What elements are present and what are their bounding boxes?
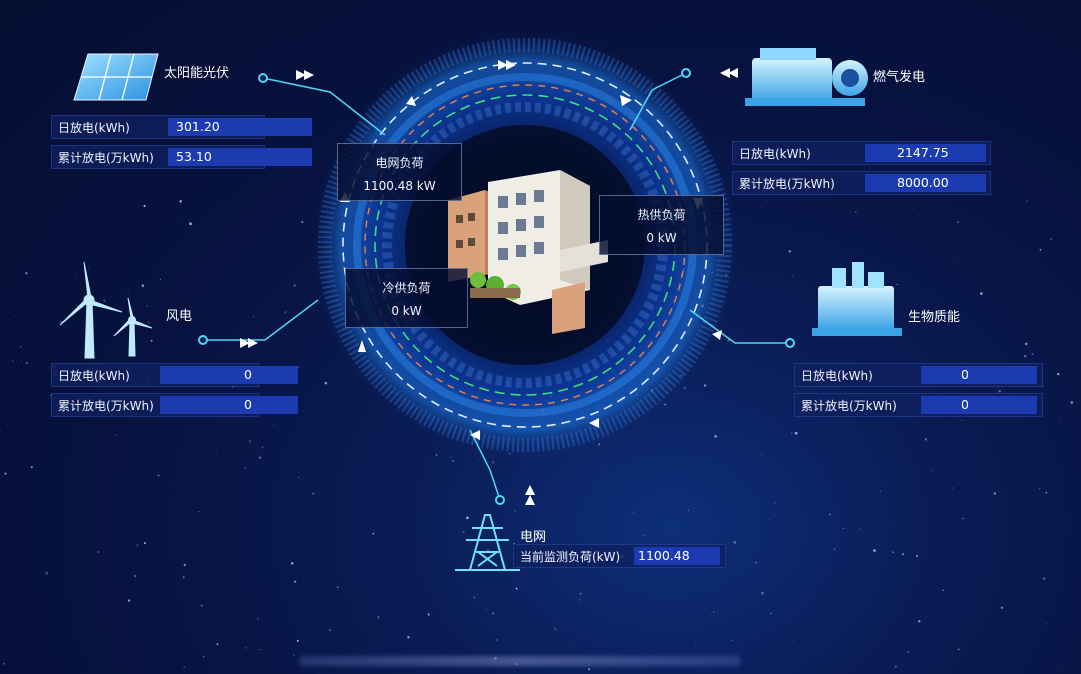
callout-title: 电网负荷 bbox=[375, 156, 424, 170]
stat-value: 0 bbox=[160, 366, 298, 384]
gas-generator-icon bbox=[745, 48, 868, 106]
blurred-footer bbox=[300, 656, 740, 666]
stat-label: 累计放电(万kWh) bbox=[58, 398, 154, 413]
biomass-total-row: 累计放电(万kWh) 0 bbox=[794, 393, 1043, 417]
stat-label: 累计放电(万kWh) bbox=[801, 398, 897, 413]
stat-label: 日放电(kWh) bbox=[58, 368, 130, 383]
stat-value: 301.20 bbox=[168, 118, 312, 136]
wind-daily-row: 日放电(kWh) 0 bbox=[51, 363, 298, 387]
stat-value: 0 bbox=[921, 396, 1037, 414]
connector-nodes bbox=[198, 68, 795, 505]
biomass-daily-row: 日放电(kWh) 0 bbox=[794, 363, 1043, 387]
gas-total-row: 累计放电(万kWh) 8000.00 bbox=[732, 171, 991, 195]
solar-total-row: 累计放电(万kWh) 53.10 bbox=[51, 145, 312, 169]
stat-value: 0 bbox=[921, 366, 1037, 384]
wind-turbine-icon bbox=[59, 261, 153, 359]
biomass-title: 生物质能 bbox=[908, 310, 961, 325]
stat-value: 53.10 bbox=[168, 148, 312, 166]
stat-value: 2147.75 bbox=[865, 144, 986, 162]
stat-label: 当前监测负荷(kW) bbox=[520, 549, 621, 564]
stat-value: 8000.00 bbox=[865, 174, 986, 192]
cold-load-callout: 冷供负荷 0 kW bbox=[345, 268, 468, 328]
connector-lines bbox=[203, 72, 790, 501]
callout-value: 0 kW bbox=[391, 304, 422, 318]
stat-label: 累计放电(万kWh) bbox=[58, 150, 154, 165]
grid-load-callout: 电网负荷 1100.48 kW bbox=[337, 143, 462, 201]
wind-total-row: 累计放电(万kWh) 0 bbox=[51, 393, 298, 417]
stat-label: 日放电(kWh) bbox=[58, 120, 130, 135]
callout-value: 0 kW bbox=[646, 231, 677, 245]
building-illustration bbox=[448, 170, 608, 334]
stat-value: 1100.48 bbox=[634, 547, 720, 565]
callout-title: 冷供负荷 bbox=[382, 281, 431, 295]
stat-label: 日放电(kWh) bbox=[801, 368, 873, 383]
solar-title: 太阳能光伏 bbox=[164, 66, 230, 81]
callout-title: 热供负荷 bbox=[637, 208, 686, 222]
grid-load-row: 当前监测负荷(kW) 1100.48 bbox=[513, 544, 726, 568]
biomass-generator-icon bbox=[812, 262, 902, 336]
wind-title: 风电 bbox=[166, 309, 193, 324]
grid-title: 电网 bbox=[520, 530, 547, 545]
gas-daily-row: 日放电(kWh) 2147.75 bbox=[732, 141, 991, 165]
power-tower-icon bbox=[455, 514, 520, 571]
stat-label: 累计放电(万kWh) bbox=[739, 176, 835, 191]
callout-value: 1100.48 kW bbox=[363, 179, 436, 193]
stat-label: 日放电(kWh) bbox=[739, 146, 811, 161]
solar-daily-row: 日放电(kWh) 301.20 bbox=[51, 115, 312, 139]
solar-panel-icon bbox=[73, 53, 159, 101]
stat-value: 0 bbox=[160, 396, 298, 414]
heat-load-callout: 热供负荷 0 kW bbox=[599, 195, 724, 255]
gas-title: 燃气发电 bbox=[873, 70, 926, 85]
